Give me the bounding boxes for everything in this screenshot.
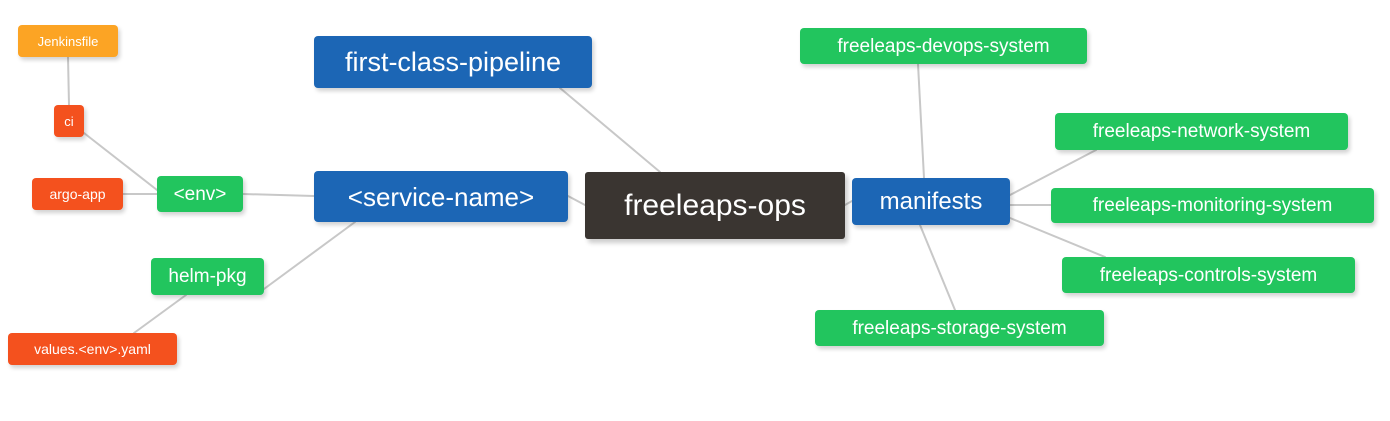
edge-service-name-to-helm-pkg [263, 221, 356, 290]
mindmap-node-label-service-name: <service-name> [347, 181, 535, 212]
edge-manifests-to-freeleaps-devops-system [917, 63, 925, 179]
edge-freeleaps-ops-to-service-name [567, 195, 586, 206]
mindmap-node-argo-app[interactable]: argo-app [32, 178, 123, 210]
mindmap-node-label-freeleaps-devops-system: freeleaps-devops-system [837, 35, 1050, 57]
mindmap-node-helm-pkg[interactable]: helm-pkg [151, 258, 264, 295]
mindmap-node-label-jenkinsfile: Jenkinsfile [37, 33, 99, 49]
mindmap-node-label-first-class-pipeline: first-class-pipeline [344, 46, 562, 77]
mindmap-node-label-helm-pkg: helm-pkg [168, 266, 247, 287]
mindmap-node-freeleaps-controls-system[interactable]: freeleaps-controls-system [1062, 257, 1355, 293]
edge-ci-to-jenkinsfile [67, 56, 70, 106]
mindmap-node-service-name[interactable]: <service-name> [314, 171, 568, 222]
mindmap-node-freeleaps-devops-system[interactable]: freeleaps-devops-system [800, 28, 1087, 64]
mindmap-node-label-manifests: manifests [879, 187, 983, 215]
mindmap-node-label-ci: ci [64, 113, 74, 129]
mindmap-node-freeleaps-network-system[interactable]: freeleaps-network-system [1055, 113, 1348, 150]
mindmap-node-ci[interactable]: ci [54, 105, 84, 137]
mindmap-node-label-freeleaps-monitoring-system: freeleaps-monitoring-system [1092, 195, 1333, 216]
mindmap-node-env[interactable]: <env> [157, 176, 243, 212]
edge-manifests-to-freeleaps-controls-system [1009, 217, 1106, 258]
mindmap-node-freeleaps-storage-system[interactable]: freeleaps-storage-system [815, 310, 1104, 346]
mindmap-node-label-freeleaps-network-system: freeleaps-network-system [1092, 121, 1311, 142]
edge-helm-pkg-to-values-env-yaml [133, 294, 187, 334]
mindmap-node-jenkinsfile[interactable]: Jenkinsfile [18, 25, 118, 57]
edge-freeleaps-ops-to-first-class-pipeline [559, 87, 661, 173]
mindmap-node-first-class-pipeline[interactable]: first-class-pipeline [314, 36, 592, 88]
mindmap-node-label-values-env-yaml: values.<env>.yaml [34, 341, 151, 357]
mindmap-node-manifests[interactable]: manifests [852, 178, 1010, 225]
edge-manifests-to-freeleaps-storage-system [919, 224, 956, 311]
mindmap-node-label-freeleaps-storage-system: freeleaps-storage-system [852, 317, 1067, 339]
mindmap-node-values-env-yaml[interactable]: values.<env>.yaml [8, 333, 177, 365]
mindmap-node-freeleaps-ops[interactable]: freeleaps-ops [585, 172, 845, 239]
edge-freeleaps-ops-to-manifests [844, 200, 853, 206]
mindmap-node-label-freeleaps-ops: freeleaps-ops [624, 188, 806, 222]
mindmap-node-label-freeleaps-controls-system: freeleaps-controls-system [1099, 264, 1318, 286]
mindmap-node-freeleaps-monitoring-system[interactable]: freeleaps-monitoring-system [1051, 188, 1374, 223]
mindmap-node-label-env: <env> [173, 183, 227, 205]
edge-service-name-to-env [242, 193, 315, 197]
mindmap-node-label-argo-app: argo-app [49, 186, 106, 202]
